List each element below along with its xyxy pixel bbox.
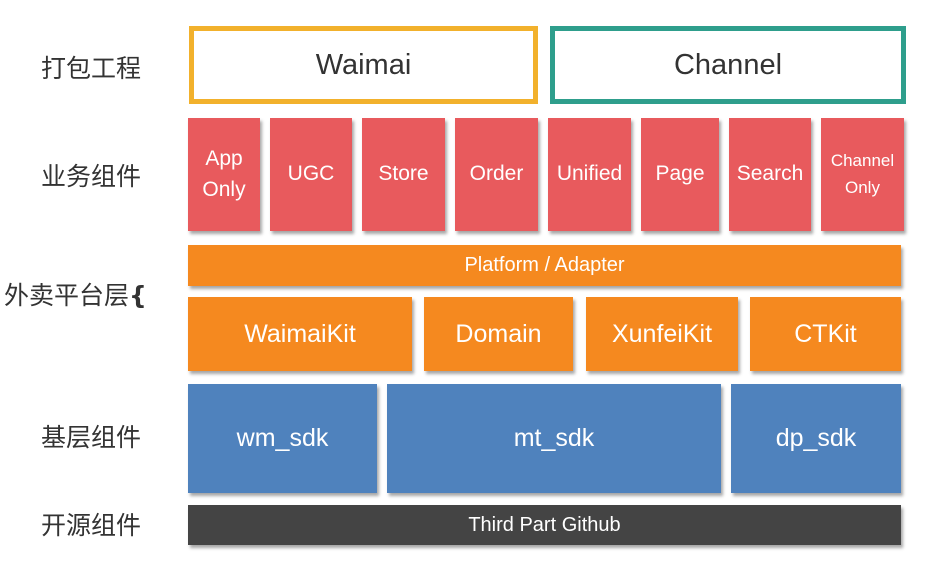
row-label-packaging: 打包工程	[40, 54, 141, 83]
business-component: Search	[729, 118, 811, 231]
business-component: Page	[641, 118, 719, 231]
business-component: Order	[455, 118, 538, 231]
row-label-base: 基层组件	[40, 423, 141, 452]
packaging-box-waimai: Waimai	[189, 26, 538, 104]
business-component: Store	[362, 118, 445, 231]
business-component: UGC	[270, 118, 352, 231]
platform-kit: Domain	[424, 297, 573, 371]
platform-kit: XunfeiKit	[586, 297, 738, 371]
platform-brace: {	[129, 281, 147, 310]
row-label-platform-text: 外卖平台层	[4, 281, 130, 310]
packaging-label-waimai: Waimai	[315, 48, 412, 81]
business-component: Unified	[548, 118, 631, 231]
base-component: wm_sdk	[188, 384, 377, 493]
row-label-business: 业务组件	[40, 162, 141, 191]
row-label-opensource: 开源组件	[40, 511, 141, 540]
opensource-bar: Third Part Github	[188, 505, 901, 545]
base-component: dp_sdk	[731, 384, 901, 493]
platform-kit: WaimaiKit	[188, 297, 412, 371]
platform-kit: CTKit	[750, 297, 901, 371]
row-label-platform: 外卖平台层{	[4, 283, 154, 308]
business-component: App Only	[188, 118, 260, 231]
packaging-box-channel: Channel	[550, 26, 906, 104]
base-component: mt_sdk	[387, 384, 721, 493]
platform-adapter-bar: Platform / Adapter	[188, 245, 901, 286]
business-component: Channel Only	[821, 118, 904, 231]
packaging-label-channel: Channel	[673, 48, 783, 81]
